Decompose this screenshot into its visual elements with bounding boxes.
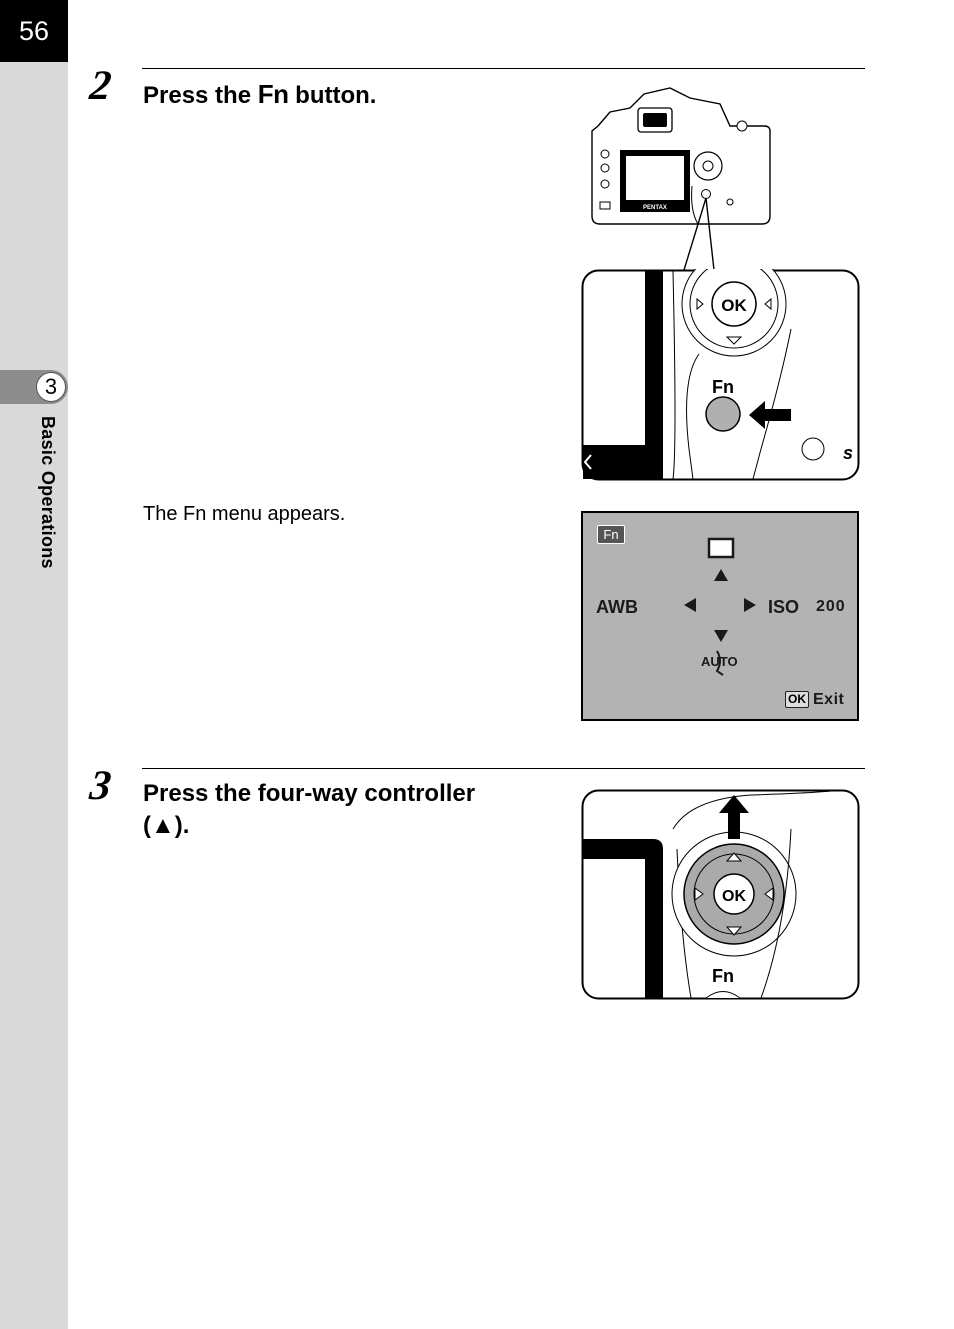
step-title-line: (▲). <box>143 812 190 839</box>
step-divider <box>142 68 865 69</box>
sidebar <box>0 0 68 1329</box>
step-title-text: Press the <box>143 82 258 109</box>
fn-menu-screen: Fn AWB ISO 200 AUTO OK Exit <box>581 511 859 721</box>
ok-label: OK <box>722 888 746 905</box>
fn-button-closeup: OK Fn s <box>581 269 860 481</box>
page-number: 56 <box>0 0 68 62</box>
camera-back-illustration: PENTAX <box>580 86 780 276</box>
fn-menu-down-option: AUTO <box>701 654 738 669</box>
fn-glyph: Fn <box>257 79 289 109</box>
ok-badge: OK <box>785 691 809 708</box>
fn-label: Fn <box>712 966 734 986</box>
step-title-line: Press the four-way controller <box>143 780 476 807</box>
chapter-number: 3 <box>36 372 66 402</box>
ok-label: OK <box>721 296 747 315</box>
chapter-title: Basic Operations <box>38 416 58 569</box>
camera-brand-label: PENTAX <box>643 205 667 211</box>
step-title: Press the Fn button. <box>143 78 376 112</box>
fn-label: Fn <box>712 377 734 397</box>
fn-menu-left-option: AWB <box>596 597 638 617</box>
step-title: Press the four-way controller (▲). <box>143 778 475 842</box>
step-number: 3 <box>87 763 114 809</box>
fn-menu-right-option: ISO <box>768 597 800 617</box>
step-divider <box>142 768 865 769</box>
fn-menu-right-value: 200 <box>816 598 846 615</box>
four-way-controller-closeup: OK Fn <box>581 789 860 1000</box>
svg-text:s: s <box>843 443 853 463</box>
step-number: 2 <box>87 63 114 109</box>
step-title-text: button. <box>288 82 377 109</box>
fn-menu-badge: Fn <box>597 525 625 544</box>
fn-menu-exit: Exit <box>813 691 845 708</box>
step-description: The Fn menu appears. <box>143 503 346 525</box>
